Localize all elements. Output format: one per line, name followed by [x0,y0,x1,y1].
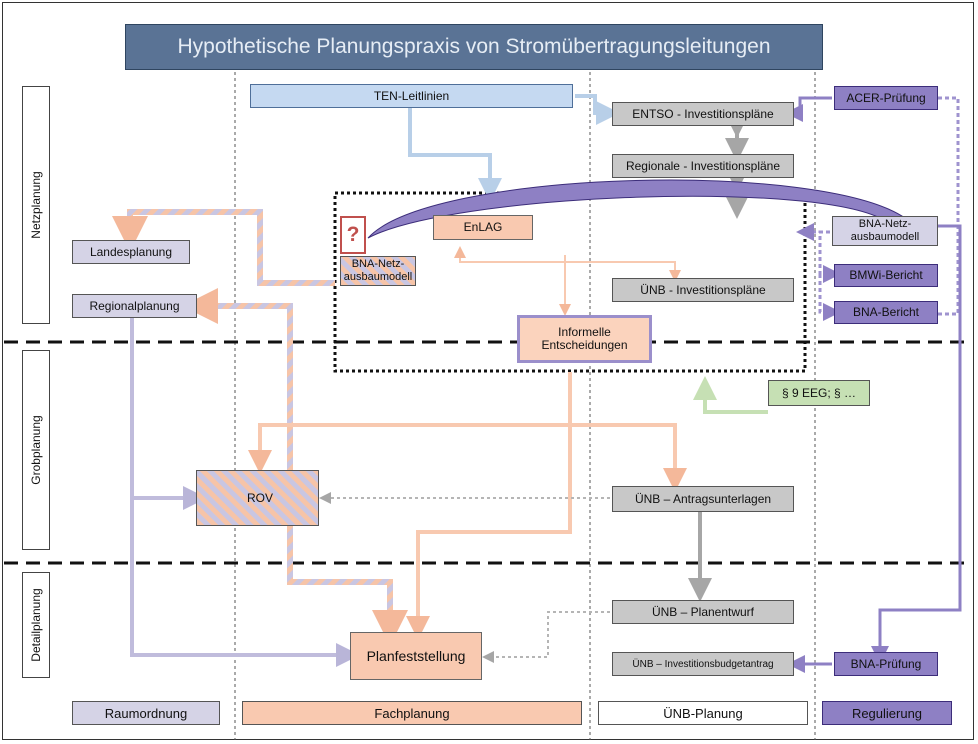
node-bna-netzausbaumodell-mid[interactable]: BNA-Netz- ausbaumodell [340,256,416,286]
question-mark-icon: ? [340,216,366,254]
node-uenb-antragsunterlagen[interactable]: ÜNB – Antragsunterlagen [612,486,794,512]
legend-fachplanung: Fachplanung [242,701,582,725]
node-bmwi-bericht[interactable]: BMWi-Bericht [834,264,938,287]
node-eeg[interactable]: § 9 EEG; § … [768,380,870,406]
node-uenb-investitionsbudgetantrag[interactable]: ÜNB – Investitionsbudgetantrag [612,652,794,676]
node-regionale-investitionsplaene[interactable]: Regionale - Investitionspläne [612,154,794,178]
node-uenb-planentwurf[interactable]: ÜNB – Planentwurf [612,600,794,624]
node-planfeststellung[interactable]: Planfeststellung [350,632,482,680]
legend-regulierung: Regulierung [822,701,952,725]
node-bna-pruefung[interactable]: BNA-Prüfung [834,652,938,676]
page-title: Hypothetische Planungspraxis von Stromüb… [125,24,823,70]
node-entso-investitionsplaene[interactable]: ENTSO - Investitionspläne [612,102,794,126]
node-bna-bericht[interactable]: BNA-Bericht [834,301,938,324]
phase-label-detailplanung: Detailplanung [22,572,50,678]
legend-raumordnung: Raumordnung [72,701,220,725]
node-landesplanung[interactable]: Landesplanung [72,240,190,264]
node-uenb-investitionsplaene[interactable]: ÜNB - Investitionspläne [612,278,794,302]
node-informelle-entscheidungen[interactable]: Informelle Entscheidungen [517,315,652,363]
legend-uenb-planung: ÜNB-Planung [598,701,808,725]
phase-label-grobplanung: Grobplanung [22,350,50,550]
phase-dividers [4,340,972,565]
node-ten-leitlinien[interactable]: TEN-Leitlinien [250,84,573,108]
node-rov[interactable]: ROV [196,470,319,526]
phase-label-netzplanung: Netzplanung [22,86,50,324]
node-bna-netzausbaumodell-right[interactable]: BNA-Netz- ausbaumodell [832,216,938,246]
node-enlag[interactable]: EnLAG [433,215,533,240]
node-acer-pruefung[interactable]: ACER-Prüfung [834,86,938,110]
node-regionalplanung[interactable]: Regionalplanung [72,294,197,318]
